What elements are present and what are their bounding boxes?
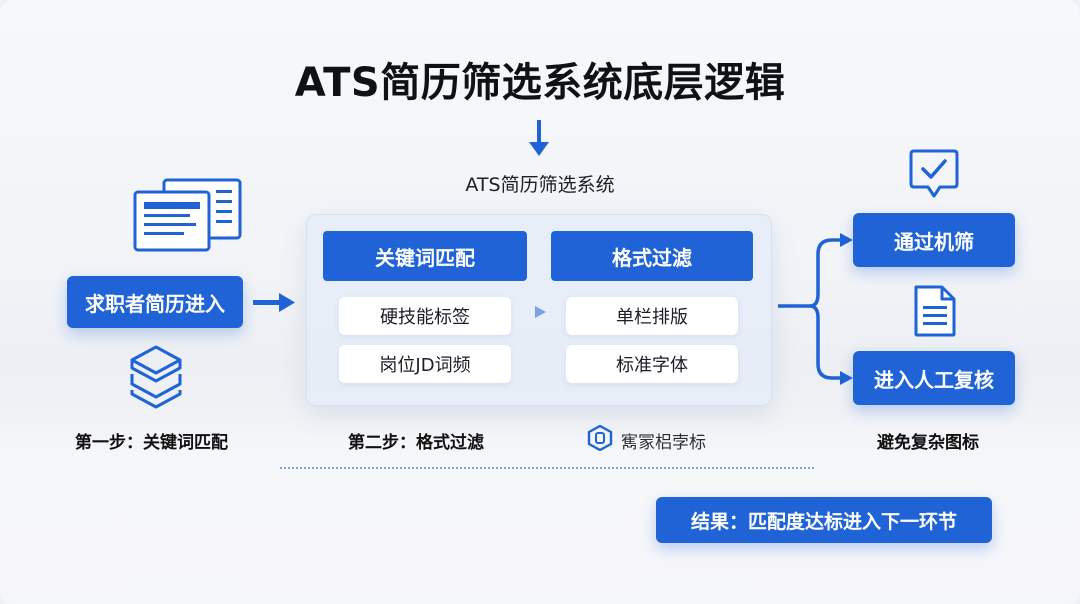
result-banner: 结果：匹配度达标进入下一环节 (656, 497, 992, 543)
dotted-divider (280, 467, 814, 469)
layers-icon (128, 344, 184, 410)
step1-caption: 第一步：关键词匹配 (75, 433, 228, 453)
step2-caption: 第二步：格式过滤 (348, 433, 484, 453)
step3-caption: 寯冡梠孛标 (621, 433, 706, 453)
arrow-down-icon (528, 120, 550, 158)
manual-review-button[interactable]: 进入人工复核 (853, 351, 1015, 405)
document-stack-icon (132, 178, 244, 254)
badge-icon (587, 425, 613, 451)
jd-frequency-chip: 岗位JD词频 (339, 345, 511, 383)
diagram-title: ATS简历筛选系统底层逻辑 (294, 60, 786, 106)
pass-screening-button[interactable]: 通过机筛 (853, 213, 1015, 267)
keyword-match-header: 关键词匹配 (323, 231, 527, 281)
single-column-chip: 单栏排版 (566, 297, 738, 335)
avoid-icons-caption: 避免复杂图标 (877, 433, 979, 453)
system-label: ATS简历筛选系统 (465, 174, 615, 196)
input-resume-button[interactable]: 求职者简历进入 (67, 276, 243, 328)
chat-check-icon (908, 148, 960, 202)
format-filter-header: 格式过滤 (551, 231, 753, 281)
standard-font-chip: 标准字体 (566, 345, 738, 383)
arrow-right-icon (253, 292, 297, 314)
branch-arrow-icon (778, 228, 854, 392)
hard-skill-chip: 硬技能标签 (339, 297, 511, 335)
small-arrow-icon (533, 305, 547, 319)
document-lines-icon (912, 284, 958, 338)
ats-system-panel: 关键词匹配 硬技能标签 岗位JD词频 格式过滤 单栏排版 标准字体 (306, 214, 772, 406)
